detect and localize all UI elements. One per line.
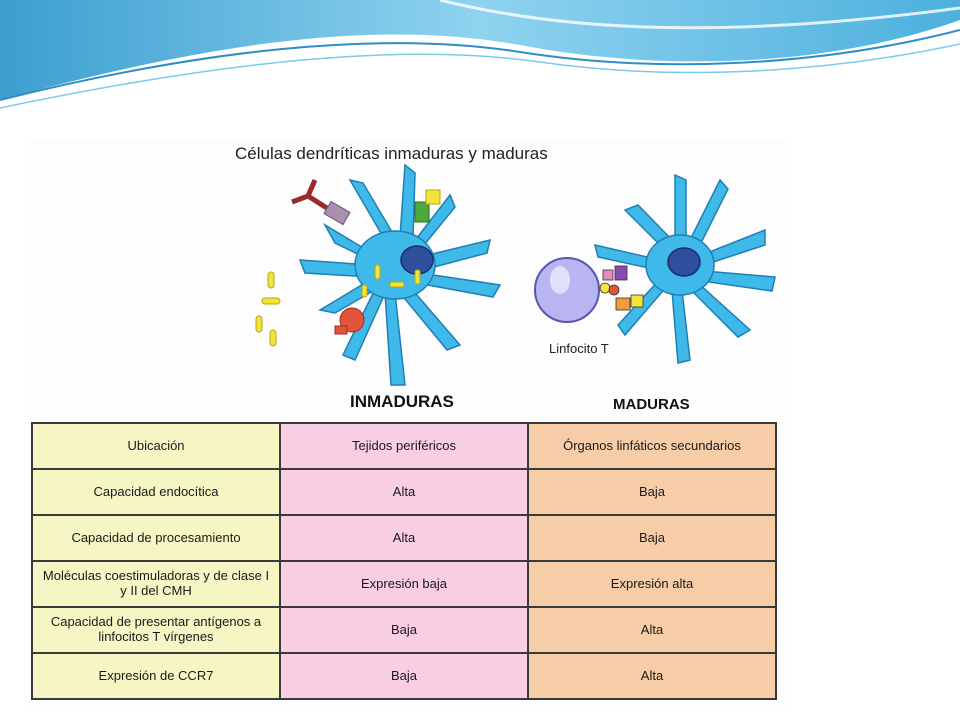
table-row: Expresión de CCR7 Baja Alta: [31, 652, 777, 700]
mature-value-cell: Baja: [527, 468, 777, 516]
t-lymphocyte-label: Linfocito T: [549, 341, 609, 356]
synapse-molecules: [599, 265, 644, 311]
mature-value-cell: Alta: [527, 606, 777, 654]
table-row: Ubicación Tejidos periféricos Órganos li…: [31, 422, 777, 470]
feature-cell: Moléculas coestimuladoras y de clase I y…: [31, 560, 281, 608]
mature-column-label: MADURAS: [613, 396, 690, 413]
table-row: Moléculas coestimuladoras y de clase I y…: [31, 560, 777, 608]
immature-receptors: [291, 178, 441, 335]
feature-cell: Capacidad endocítica: [31, 468, 281, 516]
immature-value-cell: Alta: [279, 468, 529, 516]
mature-value-cell: Órganos linfáticos secundarios: [527, 422, 777, 470]
antigen-particles: [255, 264, 421, 347]
t-lymphocyte: [534, 257, 600, 323]
feature-cell: Capacidad de presentar antígenos a linfo…: [31, 606, 281, 654]
feature-cell: Ubicación: [31, 422, 281, 470]
immature-value-cell: Baja: [279, 652, 529, 700]
immature-dendritic-cell: [298, 163, 502, 386]
feature-cell: Capacidad de procesamiento: [31, 514, 281, 562]
figure-title: Células dendríticas inmaduras y maduras: [235, 144, 548, 163]
dendritic-cells-illustration: [255, 163, 776, 386]
mature-value-cell: Expresión alta: [527, 560, 777, 608]
immature-value-cell: Expresión baja: [279, 560, 529, 608]
table-row: Capacidad de procesamiento Alta Baja: [31, 514, 777, 562]
immature-value-cell: Alta: [279, 514, 529, 562]
immature-value-cell: Tejidos periféricos: [279, 422, 529, 470]
mature-value-cell: Alta: [527, 652, 777, 700]
table-row: Capacidad endocítica Alta Baja: [31, 468, 777, 516]
slide-header-waves: [0, 0, 960, 109]
feature-cell: Expresión de CCR7: [31, 652, 281, 700]
table-row: Capacidad de presentar antígenos a linfo…: [31, 606, 777, 654]
immature-column-label: INMADURAS: [350, 392, 454, 411]
mature-value-cell: Baja: [527, 514, 777, 562]
immature-value-cell: Baja: [279, 606, 529, 654]
comparison-table: Ubicación Tejidos periféricos Órganos li…: [31, 422, 777, 700]
